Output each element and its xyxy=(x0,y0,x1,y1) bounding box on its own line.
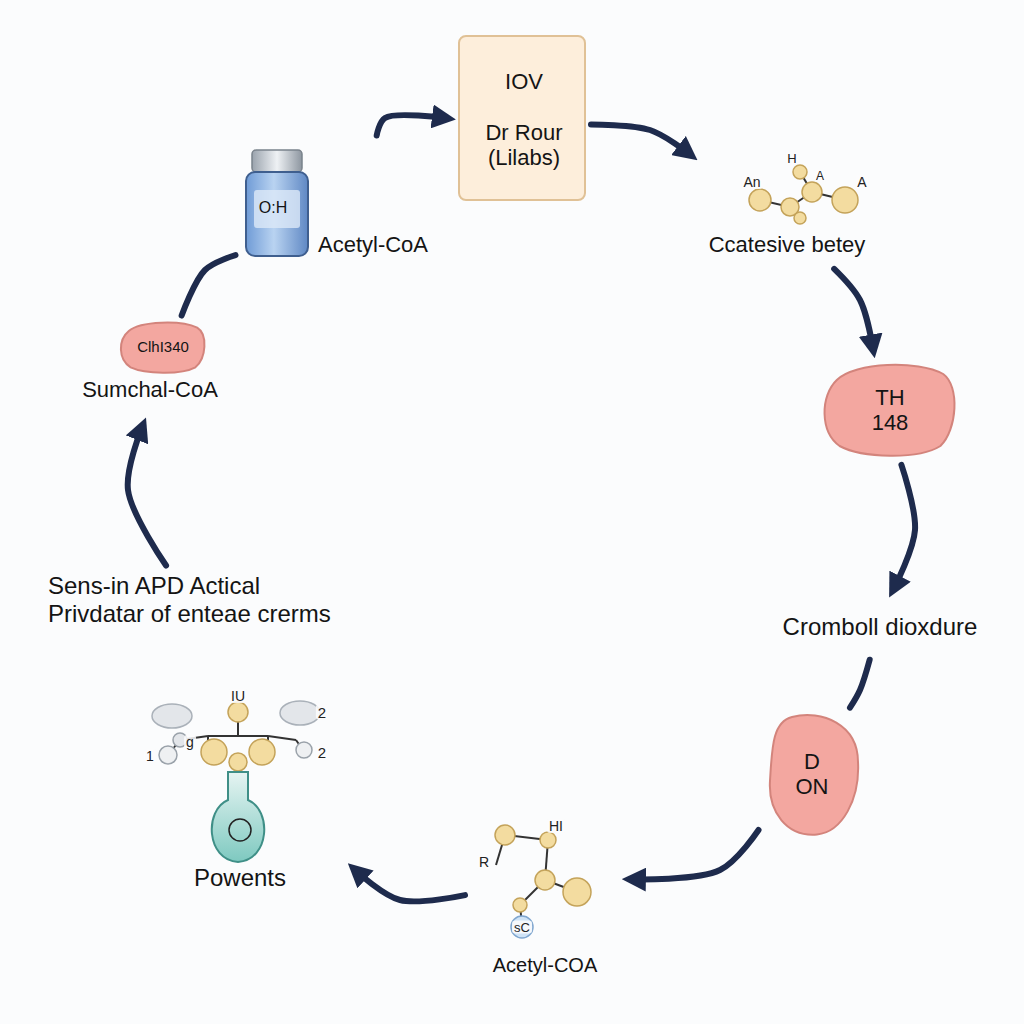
atom-label: H xyxy=(785,152,798,165)
compound-label: Ccatesive betey xyxy=(709,232,866,257)
cycle-arrow xyxy=(634,830,759,879)
atom-label: 2 xyxy=(316,745,328,760)
atom-label: HI xyxy=(547,819,565,833)
flask-icon xyxy=(212,772,264,862)
atom-label: 2 xyxy=(316,705,328,720)
compound-label: Acetyl-CoA xyxy=(318,232,428,257)
atom-label: g xyxy=(184,735,196,749)
atom-label: IU xyxy=(229,689,247,703)
cycle-arrow xyxy=(182,255,236,315)
atom-label: A xyxy=(814,170,826,182)
cycle-arrow xyxy=(895,465,915,587)
enzyme-node: ClhI340Sumchal-CoA xyxy=(55,320,255,415)
cycle-arrow xyxy=(850,660,870,708)
step-note: Sens-in APD Actical Privdatar of enteae … xyxy=(48,572,333,627)
enzyme-label: D ON xyxy=(790,749,834,800)
enzyme-blob: D ON xyxy=(762,712,862,837)
enzyme-label: TH 148 xyxy=(865,385,915,436)
compound-label: Powents xyxy=(194,864,286,892)
compound-label: Cromboll dioxdure xyxy=(783,613,978,641)
blob-shape xyxy=(121,323,205,373)
blob-shape xyxy=(770,715,858,835)
bottle-label: O:H xyxy=(259,199,287,217)
cycle-arrow xyxy=(834,269,872,347)
note-node: Sens-in APD Actical Privdatar of enteae … xyxy=(48,570,339,670)
blob-shape xyxy=(825,365,955,456)
cycle-arrow xyxy=(357,871,465,901)
box-heading: IOV xyxy=(505,69,543,94)
cycle-arrow xyxy=(591,124,688,152)
compound-label: Sumchal-CoA xyxy=(82,377,218,402)
box-body: Dr Rour (Lilabs) xyxy=(468,120,580,171)
atom-label: R xyxy=(477,855,491,869)
enzyme-label: ClhI340 xyxy=(137,338,189,355)
bottle-icon xyxy=(246,150,308,256)
step-label-node: Cromboll dioxdure xyxy=(745,600,1015,655)
cycle-arrow xyxy=(377,115,444,135)
cloud-puffs xyxy=(152,701,320,728)
cycle-arrow xyxy=(128,429,166,566)
molecule-atoms xyxy=(159,702,312,771)
atom-label: A xyxy=(855,175,868,189)
process-box: IOV Dr Rour (Lilabs) xyxy=(458,35,586,201)
molecule-node: Acetyl-COA xyxy=(470,795,620,983)
atom-label: 1 xyxy=(144,749,156,763)
atom-label: sC xyxy=(512,921,532,934)
molecule-atoms xyxy=(495,825,591,938)
molecule-atoms xyxy=(749,165,858,224)
compound-label: Acetyl-COA xyxy=(493,954,597,977)
molecule-node: Powents xyxy=(145,690,345,905)
atom-label: An xyxy=(741,175,762,189)
bottle-node: O:H Acetyl-CoA xyxy=(240,140,450,264)
molecule-icon xyxy=(496,835,577,925)
enzyme-blob: TH 148 xyxy=(820,360,960,460)
